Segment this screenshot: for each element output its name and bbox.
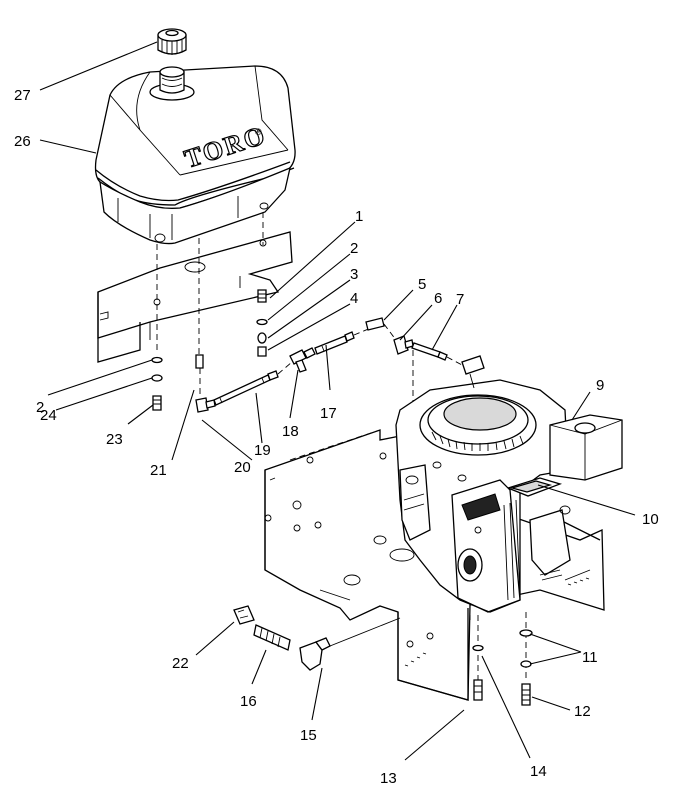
callout-4: 4	[350, 290, 358, 307]
callout-26: 26	[14, 133, 31, 150]
fuel-tank: TORO ®	[94, 65, 296, 245]
callout-1: 1	[355, 208, 363, 225]
callout-14: 14	[530, 763, 547, 780]
callout-labels: 27 26 1 2 3 4 5 6 7 9 10 2 24 23 21 20 1…	[14, 87, 659, 787]
callout-17: 22	[172, 655, 189, 672]
tank-mount-alignment-lines	[156, 212, 264, 355]
engine	[395, 355, 623, 613]
tank-mounting-bracket	[97, 231, 293, 363]
callout-20: 19	[254, 442, 271, 459]
callout-2-upper: 2	[350, 240, 358, 257]
registered-mark: ®	[255, 127, 262, 137]
callout-10: 10	[642, 511, 659, 528]
center-fastener-stack	[472, 615, 484, 701]
callout-21: 20	[234, 459, 251, 476]
callout-22: 23	[106, 431, 123, 448]
left-fastener-stack	[151, 356, 163, 411]
callout-27: 27	[14, 87, 31, 104]
callout-18: 17	[320, 405, 337, 422]
callout-5: 5	[418, 276, 426, 293]
fuel-hose	[213, 370, 279, 406]
callout-13: 13	[380, 770, 397, 787]
callout-11: 11	[582, 649, 598, 666]
callout-2-lower: 2	[36, 399, 44, 416]
callout-7: 7	[456, 291, 464, 308]
elbow-fitting-assembly	[233, 605, 401, 671]
fuel-tee-fitting	[277, 347, 316, 375]
callout-23: 21	[150, 462, 167, 479]
callout-6: 6	[434, 290, 442, 307]
callout-9: 9	[596, 377, 604, 394]
fuel-filter	[365, 317, 414, 355]
callout-24: 24	[40, 407, 57, 424]
callout-3: 3	[350, 266, 358, 283]
callout-19: 18	[282, 423, 299, 440]
right-fastener-stack	[519, 612, 533, 706]
callout-15: 15	[300, 727, 317, 744]
callout-16: 16	[240, 693, 257, 710]
fuel-fitting-stack	[256, 289, 268, 357]
callout-12: 12	[574, 703, 591, 720]
fuel-shutoff-fitting	[195, 354, 216, 413]
fuel-hose-upper	[314, 324, 379, 355]
fuel-cap	[157, 28, 187, 55]
leader-lines	[39, 41, 636, 761]
